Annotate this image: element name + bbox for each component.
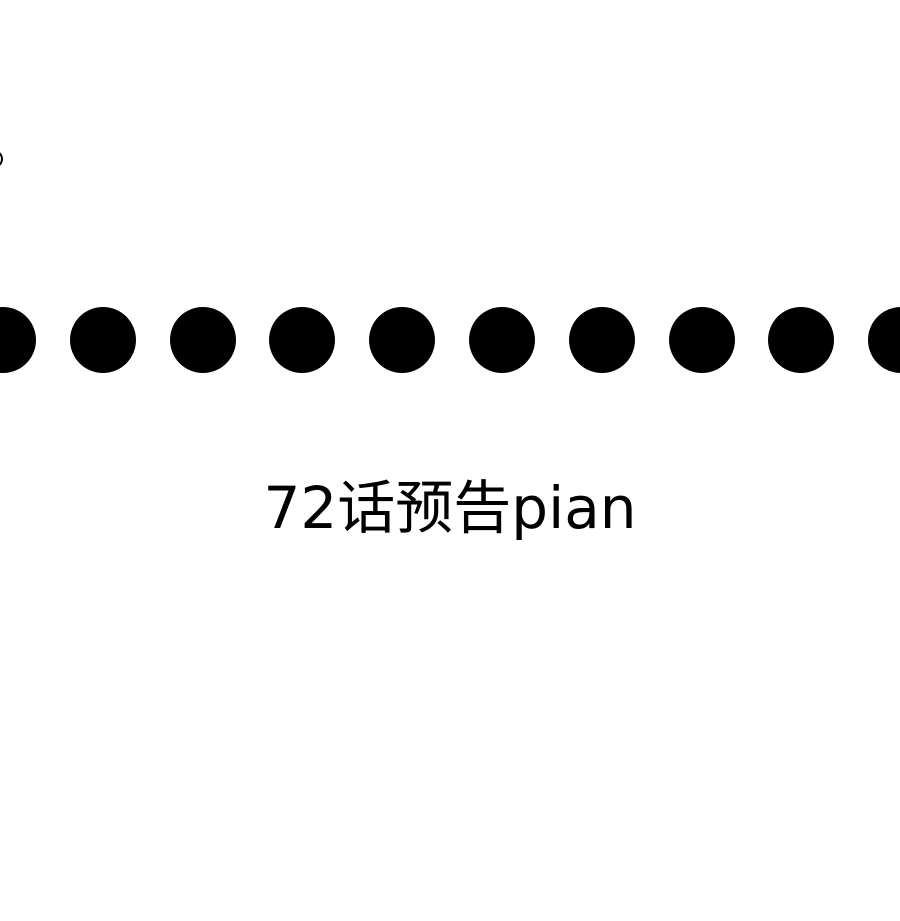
dot — [868, 307, 900, 373]
dot — [369, 307, 436, 373]
dot — [0, 307, 36, 373]
dot — [768, 307, 835, 373]
edge-arc — [0, 150, 3, 168]
dot — [269, 307, 336, 373]
dot-row — [0, 307, 900, 373]
dot — [169, 307, 236, 373]
dot — [69, 307, 136, 373]
dot — [568, 307, 635, 373]
dot — [469, 307, 535, 373]
dot — [668, 307, 735, 373]
caption: 72话预告pian — [263, 474, 637, 542]
